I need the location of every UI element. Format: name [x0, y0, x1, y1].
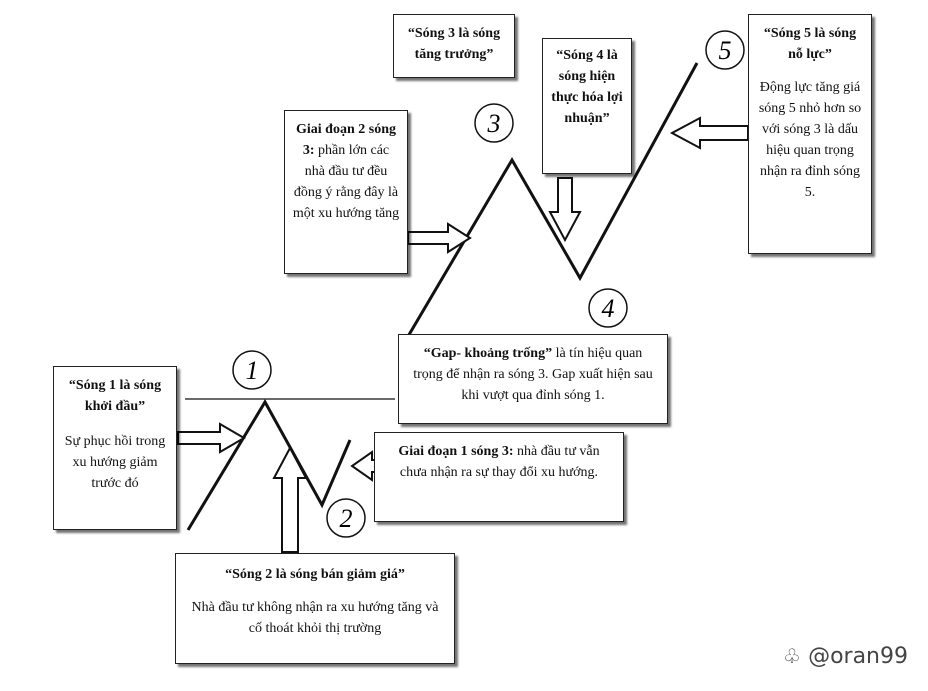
svg-text:4: 4 — [602, 294, 615, 323]
wave3-stage2-box: Giai đoạn 2 sóng 3: phần lớn các nhà đầu… — [284, 110, 408, 274]
wave5-body: Động lực tăng giá sóng 5 nhỏ hơn so với … — [758, 80, 862, 200]
wave3-title: “Sóng 3 là sóng tăng trưởng” — [407, 26, 501, 62]
arrow-right-stage2 — [407, 222, 472, 254]
wave3-stage2-body: phần lớn các nhà đầu tư đều đồng ý rằng … — [292, 143, 400, 221]
wave3-stage1-title: Giai đoạn 1 sóng 3: — [398, 444, 514, 459]
svg-text:5: 5 — [719, 36, 732, 65]
wave-label-4: 4 — [588, 288, 628, 328]
arrow-right-wave1 — [177, 422, 246, 454]
svg-text:2: 2 — [340, 504, 353, 533]
wave1-box: “Sóng 1 là sóng khởi đầu” Sự phục hồi tr… — [53, 366, 177, 530]
wave3-stage1-box: Giai đoạn 1 sóng 3: nhà đầu tư vẫn chưa … — [374, 432, 624, 522]
watermark: ♧ @oran99 — [783, 644, 908, 669]
gap-box: “Gap- khoảng trống” là tín hiệu quan trọ… — [398, 334, 668, 424]
wave5-title: “Sóng 5 là sóng nỗ lực” — [763, 26, 857, 62]
arrow-down-wave4 — [548, 177, 582, 243]
wave-label-3: 3 — [474, 103, 514, 143]
wave-path — [186, 399, 352, 531]
arrow-left-wave5 — [669, 116, 749, 150]
wave5-box: “Sóng 5 là sóng nỗ lực” Động lực tăng gi… — [748, 14, 872, 254]
wave2-box: “Sóng 2 là sóng bán giảm giá” Nhà đầu tư… — [175, 553, 455, 664]
gap-title: “Gap- khoảng trống” — [423, 346, 553, 361]
wave-path-upper — [398, 62, 699, 351]
wave3-stage2-title: Giai đoạn 2 sóng 3: — [296, 122, 396, 158]
wave-label-2: 2 — [326, 498, 366, 538]
svg-text:3: 3 — [487, 109, 501, 138]
wave2-title: “Sóng 2 là sóng bán giảm giá” — [225, 567, 405, 582]
weibo-icon: ♧ — [783, 644, 802, 668]
svg-text:1: 1 — [246, 356, 259, 385]
wave4-title: “Sóng 4 là sóng hiện thực hóa lợi nhuận” — [551, 48, 623, 126]
wave3-box: “Sóng 3 là sóng tăng trưởng” — [393, 14, 515, 78]
wave-label-5: 5 — [705, 30, 745, 70]
wave2-body: Nhà đầu tư không nhận ra xu hướng tăng v… — [191, 600, 439, 636]
wave3-stage1-body: nhà đầu tư vẫn chưa nhận ra sự thay đổi … — [399, 444, 600, 480]
wave1-title: “Sóng 1 là sóng khởi đầu” — [68, 378, 162, 414]
wave4-box: “Sóng 4 là sóng hiện thực hóa lợi nhuận” — [542, 38, 632, 174]
gap-body: là tín hiệu quan trọng để nhận ra sóng 3… — [413, 346, 653, 403]
wave1-body: Sự phục hồi trong xu hướng giảm trước đó — [64, 434, 166, 491]
wave-label-1: 1 — [232, 350, 272, 390]
arrow-up-wave2 — [272, 445, 308, 553]
watermark-text: @oran99 — [808, 644, 908, 669]
